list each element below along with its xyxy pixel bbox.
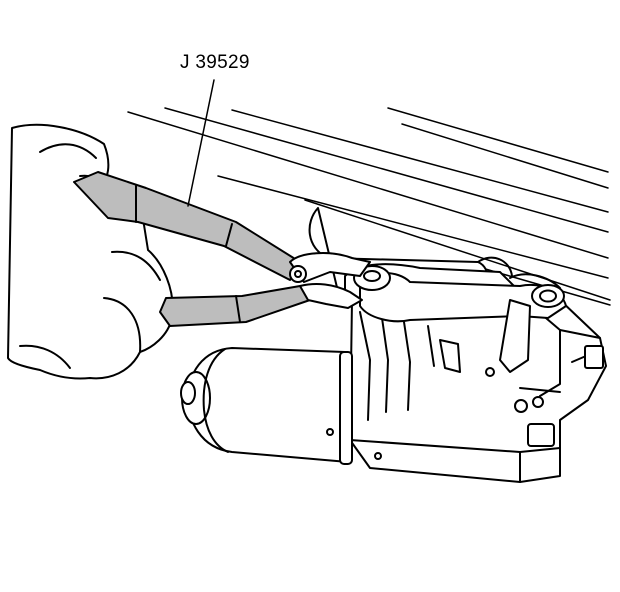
- cowl-panel-lines: [127, 107, 611, 306]
- tool-number-label: J 39529: [180, 52, 250, 73]
- crank-arm: [353, 265, 567, 373]
- wiper-motor: [180, 347, 382, 465]
- pliers-tool: [73, 171, 371, 327]
- callout-leader-line: [187, 79, 215, 207]
- technician-hand: [7, 123, 174, 380]
- motor-gearbox: [349, 287, 607, 483]
